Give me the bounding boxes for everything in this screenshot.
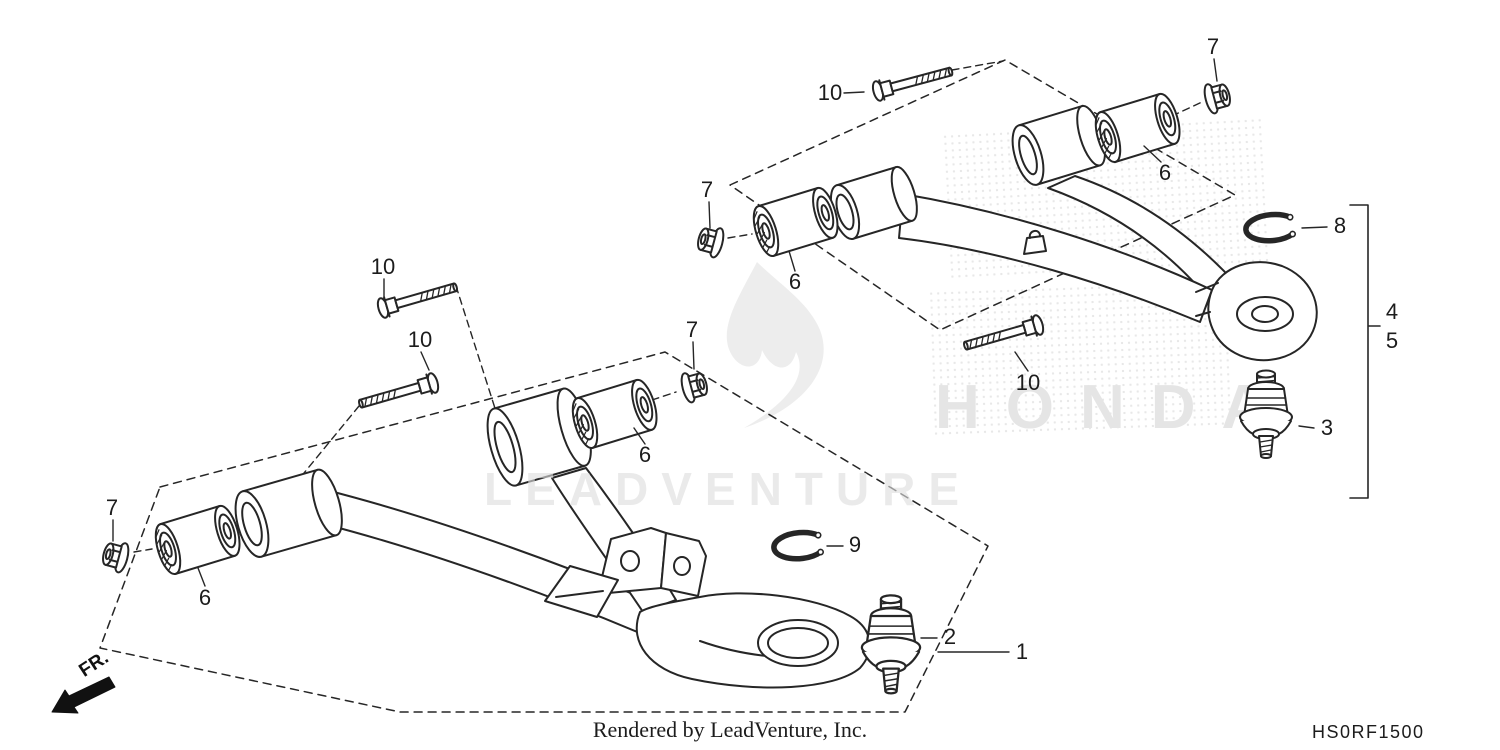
lower-lower-flange-bolt	[355, 371, 442, 415]
callout-7-lower-rear-nut[interactable]: 7	[685, 317, 699, 342]
callout-10-upper-top-bolt[interactable]: 10	[817, 80, 843, 105]
upper-snap-ring	[1245, 213, 1296, 243]
upper-pivot-flange-bolt	[960, 313, 1047, 357]
upper-control-arm	[829, 104, 1318, 362]
callout-6-upper-front-bushing[interactable]: 6	[788, 269, 802, 294]
callout-3-upper-ball-joint[interactable]: 3	[1320, 415, 1334, 440]
callout-4-upper-arm[interactable]: 4	[1385, 299, 1399, 324]
callout-10-lower-upper-bolt[interactable]: 10	[370, 254, 396, 279]
upper-top-flange-bolt	[870, 60, 956, 103]
lower-control-arm	[234, 387, 871, 689]
callout-7-upper-rear-nut[interactable]: 7	[1206, 34, 1220, 59]
lower-upper-flange-bolt	[374, 276, 461, 320]
lower-snap-ring	[773, 531, 824, 561]
lower-rear-bushing	[566, 376, 663, 452]
brand-watermark: HONDA	[935, 373, 1293, 442]
dashed-axis-lines	[133, 60, 1203, 553]
callout-7-upper-front-nut[interactable]: 7	[700, 177, 714, 202]
callout-6-lower-front-bushing[interactable]: 6	[198, 585, 212, 610]
callout-9-lower-snap-ring[interactable]: 9	[848, 532, 862, 557]
lower-front-bushing	[149, 502, 246, 578]
dashed-box-lower	[99, 351, 989, 713]
callout-5-upper-arm[interactable]: 5	[1385, 328, 1399, 353]
callout-6-upper-rear-bushing[interactable]: 6	[1158, 160, 1172, 185]
callout-6-lower-rear-bushing[interactable]: 6	[638, 442, 652, 467]
upper-rear-bushing	[1089, 90, 1186, 166]
callout-10-upper-pivot-bolt[interactable]: 10	[1015, 370, 1041, 395]
lower-front-nut	[99, 537, 132, 575]
upper-front-bushing	[747, 184, 844, 260]
leadventure-watermark: LEADVENTURE	[484, 463, 973, 515]
fr-direction-arrow: FR.	[51, 647, 116, 714]
lower-rear-nut	[678, 367, 711, 405]
upper-ball-joint	[1239, 369, 1293, 459]
callout-2-lower-ball-joint[interactable]: 2	[943, 624, 957, 649]
dashed-box-upper	[729, 59, 1236, 331]
render-credit: Rendered by LeadVenture, Inc.	[592, 717, 868, 742]
assembly-bracket-4-5	[1349, 204, 1381, 499]
upper-rear-nut	[1201, 78, 1234, 116]
callout-8-upper-snap-ring[interactable]: 8	[1333, 213, 1347, 238]
diagram-part-code: HS0RF1500	[1312, 722, 1425, 742]
callout-leader-lines	[112, 58, 1328, 653]
upper-front-nut	[694, 222, 727, 260]
lower-ball-joint	[860, 594, 922, 695]
callout-1-lower-arm-assembly[interactable]: 1	[1015, 639, 1029, 664]
fr-label: FR.	[75, 647, 112, 681]
flame-watermark	[726, 262, 824, 428]
callout-10-lower-lower-bolt[interactable]: 10	[407, 327, 433, 352]
callout-7-lower-front-nut[interactable]: 7	[105, 495, 119, 520]
